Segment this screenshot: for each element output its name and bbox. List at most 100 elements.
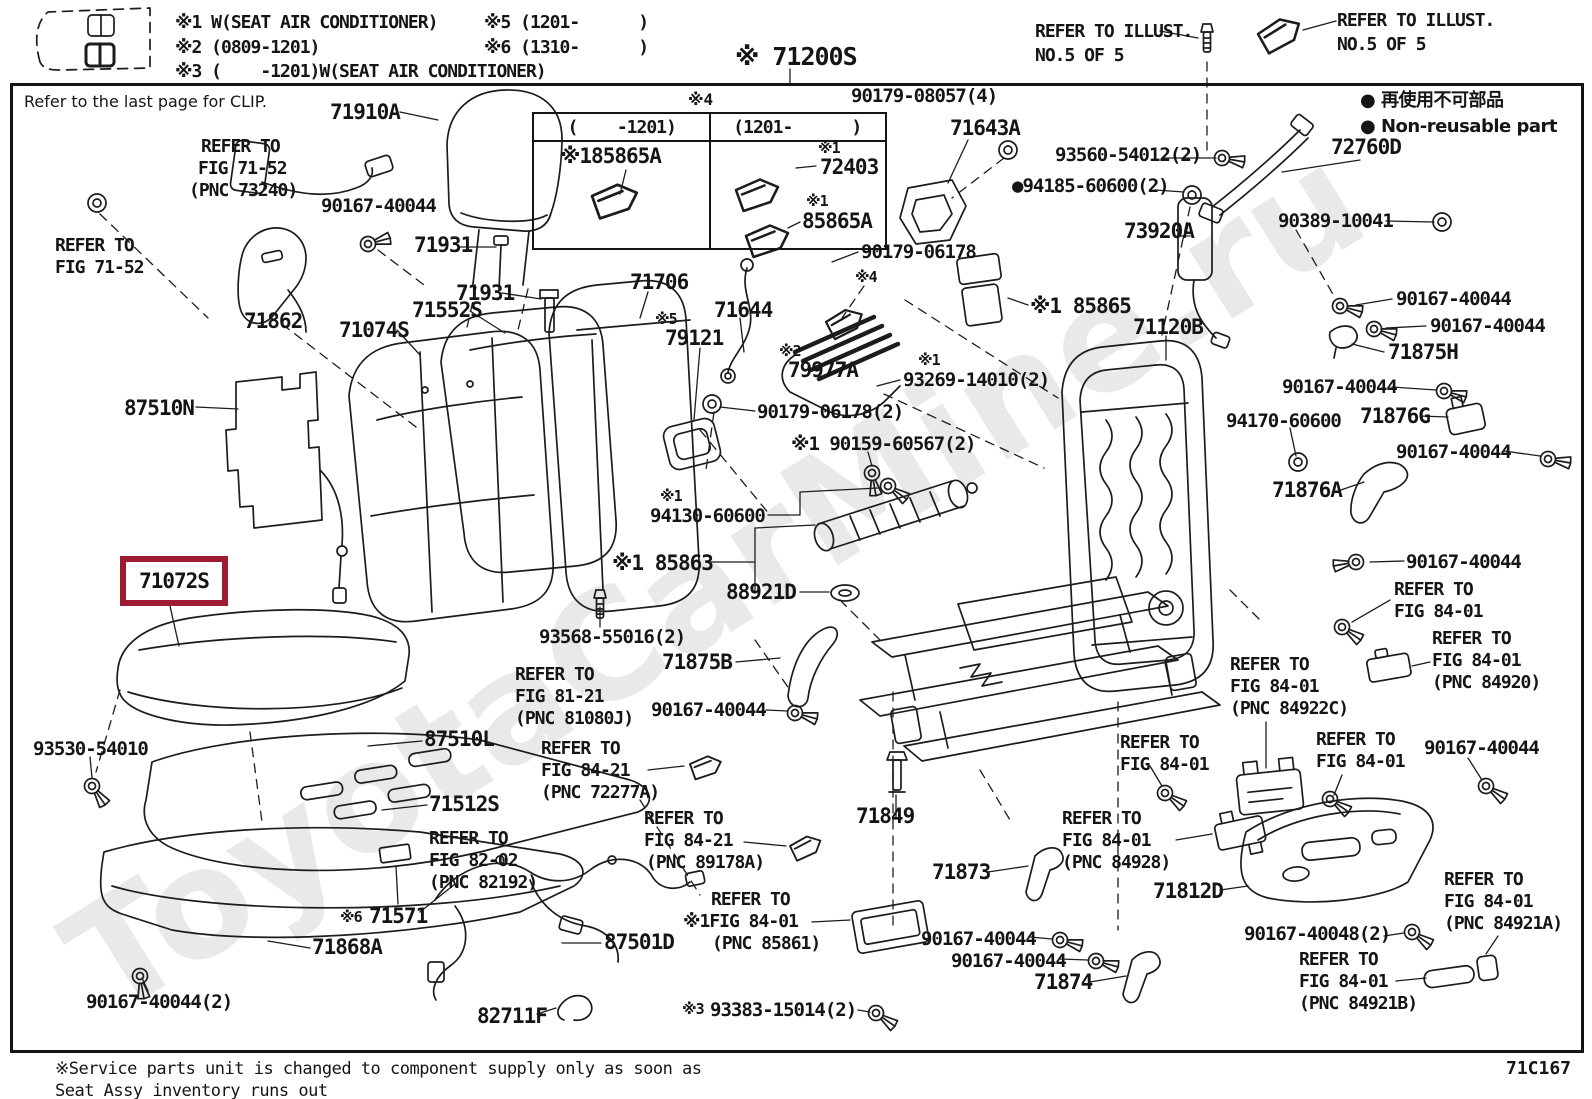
part-label: ※3: [682, 1000, 705, 1018]
part-label: ※4: [855, 268, 878, 286]
part-label[interactable]: 79121: [665, 326, 724, 350]
part-label: ※1: [818, 139, 841, 157]
part-label[interactable]: 90167-40044: [1396, 288, 1512, 310]
part-label[interactable]: 90167-40048(2): [1244, 923, 1391, 945]
part-label[interactable]: 90167-40044: [1406, 551, 1522, 573]
part-label: ※6: [340, 908, 363, 926]
part-label[interactable]: 87510L: [424, 727, 495, 751]
part-label: (PNC 84921A): [1444, 913, 1563, 934]
part-label[interactable]: 85865A: [802, 209, 873, 233]
part-label: (PNC 84920): [1432, 672, 1541, 693]
part-label[interactable]: 90389-10041: [1278, 210, 1394, 232]
selected-part-highlight[interactable]: 71072S: [120, 556, 228, 606]
part-label[interactable]: 71910A: [330, 100, 401, 124]
part-label[interactable]: 79977A: [788, 358, 859, 382]
part-label[interactable]: 71873: [932, 860, 991, 884]
part-label[interactable]: 71571: [369, 904, 428, 928]
part-label: REFER TO: [515, 664, 595, 685]
part-label[interactable]: 71706: [630, 270, 689, 294]
assembly-part-number[interactable]: ※ 71200S: [735, 42, 858, 71]
part-label[interactable]: 90167-40044: [951, 950, 1067, 972]
part-label[interactable]: 93530-54010: [33, 738, 149, 760]
part-label[interactable]: 71862: [244, 309, 303, 333]
service-note-line2: Seat Assy inventory runs out: [55, 1081, 328, 1099]
part-label[interactable]: 71812D: [1153, 879, 1224, 903]
part-label[interactable]: ※185865A: [560, 144, 662, 168]
part-label: (PNC 82192): [429, 872, 538, 893]
part-label[interactable]: 93383-15014(2): [710, 999, 857, 1021]
part-label[interactable]: 71512S: [429, 792, 500, 816]
part-label[interactable]: 93269-14010(2): [903, 369, 1050, 391]
side-shield-art: [1240, 797, 1434, 903]
part-label[interactable]: 90179-06178(2): [757, 401, 904, 423]
part-label: (PNC 84928): [1062, 852, 1171, 873]
part-label[interactable]: 71876G: [1360, 404, 1431, 428]
part-label[interactable]: ※1 85865: [1030, 294, 1132, 318]
part-label[interactable]: 88921D: [726, 580, 797, 604]
part-label[interactable]: 71120B: [1133, 315, 1204, 339]
part-label[interactable]: 90167-40044: [1424, 737, 1540, 759]
part-label: ※1FIG 84-01: [683, 911, 799, 932]
table-divider: [709, 114, 711, 248]
heater-mat-art: [225, 371, 348, 604]
part-label[interactable]: 71868A: [312, 935, 383, 959]
part-label[interactable]: 90167-40044: [651, 699, 767, 721]
part-label[interactable]: 87501D: [604, 930, 675, 954]
legend-note-6: ※6 (1310- ): [484, 37, 649, 58]
part-label[interactable]: 71875H: [1388, 340, 1459, 364]
part-label: FIG 71-52: [198, 158, 288, 179]
part-label[interactable]: 90167-40044: [1282, 376, 1398, 398]
part-label[interactable]: ●94185-60600(2): [1012, 175, 1170, 197]
variant-col-1: ( -1201): [567, 116, 677, 138]
part-label[interactable]: 71876A: [1272, 478, 1343, 502]
part-label[interactable]: 90179-06178: [861, 241, 977, 263]
part-label[interactable]: 82711F: [477, 1004, 548, 1028]
part-label[interactable]: 73920A: [1124, 219, 1195, 243]
part-label[interactable]: 90167-40044: [321, 195, 437, 217]
part-label: FIG 84-01: [1299, 971, 1389, 992]
service-note-line1: ※Service parts unit is changed to compon…: [55, 1059, 702, 1079]
legend-note-2: ※2 (0809-1201): [175, 37, 320, 58]
part-label: FIG 84-01: [1394, 601, 1484, 622]
part-label[interactable]: 71931: [414, 233, 473, 257]
part-label[interactable]: 87510N: [124, 396, 195, 420]
part-label[interactable]: 94130-60600: [650, 505, 766, 527]
part-label[interactable]: 71552S: [412, 298, 483, 322]
part-label[interactable]: 90179-08057(4): [851, 85, 998, 107]
wire-harness-art: [427, 855, 706, 1022]
diagram-border: [10, 83, 1584, 1053]
part-label[interactable]: 71874: [1034, 970, 1093, 994]
part-label: REFER TO: [201, 136, 281, 157]
part-label[interactable]: 94170-60600: [1226, 410, 1342, 432]
part-label: ※1: [918, 351, 941, 369]
part-label: (PNC 85861): [712, 933, 821, 954]
part-label[interactable]: 71849: [856, 804, 915, 828]
part-label[interactable]: 71931: [456, 281, 515, 305]
part-label[interactable]: 90167-40044(2): [86, 991, 233, 1013]
part-label: FIG 84-01: [1062, 830, 1152, 851]
part-label[interactable]: 72403: [820, 155, 879, 179]
part-label[interactable]: 71074S: [339, 318, 410, 342]
part-label[interactable]: 93568-55016(2): [539, 626, 686, 648]
part-label[interactable]: ※1 85863: [612, 551, 714, 575]
part-label: (PNC 89178A): [646, 852, 765, 873]
nonreusable-en: ● Non-reusable part: [1360, 116, 1558, 137]
part-label[interactable]: 90167-40044: [1430, 315, 1546, 337]
seat-back-frame-art: [1061, 339, 1214, 693]
part-label[interactable]: 71643A: [950, 116, 1021, 140]
blower-art: [781, 314, 901, 417]
variant-col-2: (1201- ): [733, 116, 862, 138]
part-label: REFER TO: [644, 808, 724, 829]
part-label[interactable]: 90167-40044: [1396, 441, 1512, 463]
part-label[interactable]: 90167-40044: [921, 928, 1037, 950]
part-label: FIG 84-21: [541, 760, 631, 781]
part-label[interactable]: ※1 90159-60567(2): [791, 433, 976, 455]
part-label: REFER TO: [541, 738, 621, 759]
part-label: (PNC 84921B): [1299, 993, 1418, 1014]
part-label[interactable]: 71644: [714, 298, 773, 322]
part-label: (PNC 84922C): [1230, 698, 1349, 719]
part-label[interactable]: 71875B: [662, 650, 733, 674]
part-label[interactable]: 72760D: [1331, 135, 1402, 159]
part-label[interactable]: 93560-54012(2): [1055, 144, 1202, 166]
